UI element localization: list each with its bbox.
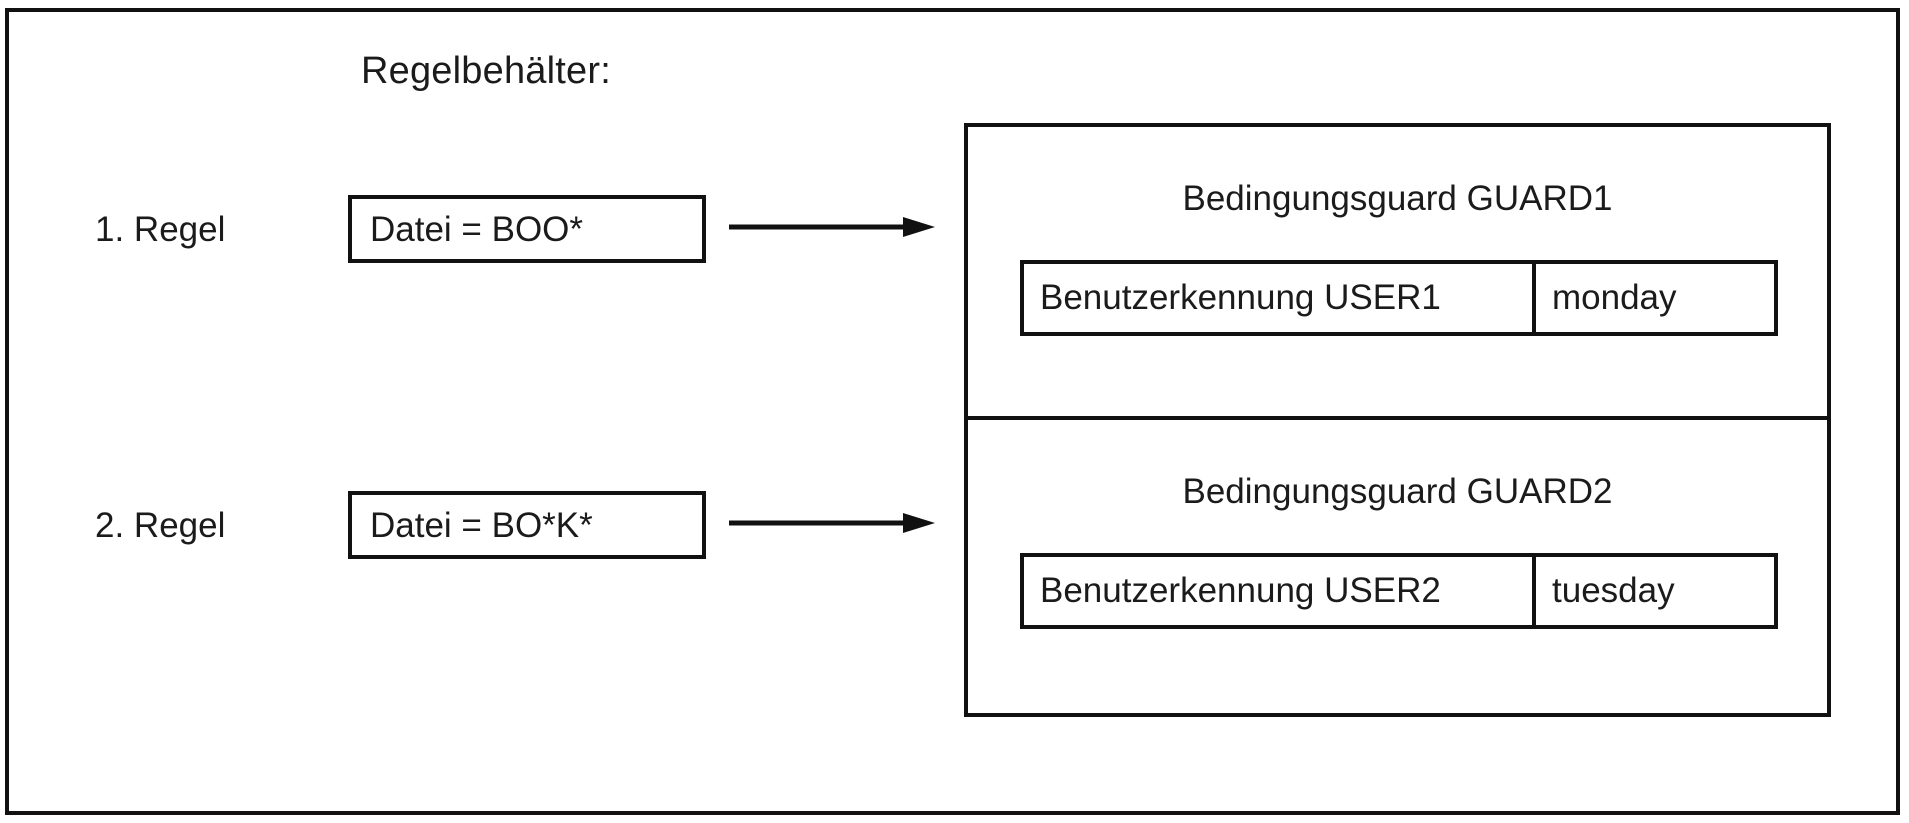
right-arrow-icon-1	[727, 215, 937, 239]
guard-title-2: Bedingungsguard GUARD2	[1182, 472, 1613, 511]
guard-panel-1: Bedingungsguard GUARD1 Benutzerkennung U…	[968, 127, 1827, 420]
condition-text-1: Datei = BOO*	[370, 209, 584, 249]
guard-user-cell-1: Benutzerkennung USER1	[1024, 264, 1536, 332]
guard-day-cell-1: monday	[1552, 278, 1677, 317]
rule-label-1: 1. Regel	[95, 210, 226, 249]
right-arrow-icon-2	[727, 511, 937, 535]
guard-table-1: Benutzerkennung USER1 monday	[1020, 260, 1778, 336]
condition-box-1: Datei = BOO*	[348, 195, 706, 263]
guard-title-1: Bedingungsguard GUARD1	[1182, 179, 1613, 218]
guard-container: Bedingungsguard GUARD1 Benutzerkennung U…	[964, 123, 1831, 717]
outer-frame: Regelbehälter: 1. Regel Datei = BOO* 2. …	[5, 8, 1900, 815]
page-title: Regelbehälter:	[361, 50, 611, 92]
condition-box-2: Datei = BO*K*	[348, 491, 706, 559]
rule-label-2: 2. Regel	[95, 506, 226, 545]
guard-table-2: Benutzerkennung USER2 tuesday	[1020, 553, 1778, 629]
guard-day-cell-2: tuesday	[1552, 571, 1675, 610]
guard-user-cell-2: Benutzerkennung USER2	[1024, 557, 1536, 625]
condition-text-2: Datei = BO*K*	[370, 505, 593, 545]
guard-panel-2: Bedingungsguard GUARD2 Benutzerkennung U…	[968, 420, 1827, 713]
